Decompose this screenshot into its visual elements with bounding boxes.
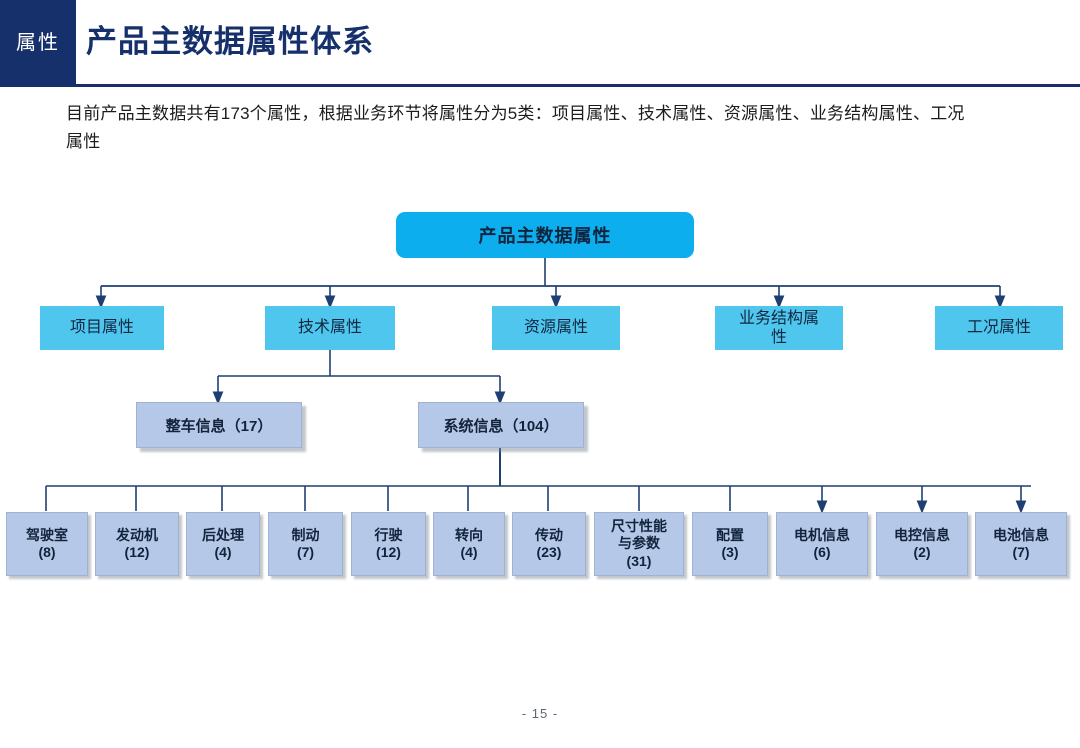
node-leaf-motor-info[interactable]: 电机信息 (6) <box>776 512 868 576</box>
node-level2-technical-label: 技术属性 <box>297 319 362 337</box>
node-leaf-engine[interactable]: 发动机 (12) <box>95 512 179 576</box>
node-leaf-transmission-label: 传动 (23) <box>535 526 563 561</box>
node-leaf-steering[interactable]: 转向 (4) <box>433 512 505 576</box>
node-leaf-dimension-performance[interactable]: 尺寸性能 与参数 (31) <box>594 512 684 576</box>
node-root-label: 产品主数据属性 <box>478 226 612 246</box>
node-leaf-motor-control-info-label: 电控信息 (2) <box>894 526 950 561</box>
node-leaf-dimension-performance-label: 尺寸性能 与参数 (31) <box>611 517 667 569</box>
node-leaf-braking[interactable]: 制动 (7) <box>268 512 343 576</box>
node-leaf-engine-label: 发动机 (12) <box>116 526 158 561</box>
node-leaf-configuration[interactable]: 配置 (3) <box>692 512 768 576</box>
node-leaf-steering-label: 转向 (4) <box>455 526 483 561</box>
page-title: 产品主数据属性体系 <box>86 24 374 59</box>
node-leaf-aftertreatment[interactable]: 后处理 (4) <box>186 512 260 576</box>
node-leaf-running-label: 行驶 (12) <box>374 526 403 561</box>
node-leaf-braking-label: 制动 (7) <box>291 526 320 561</box>
header-badge: 属性 <box>0 0 76 86</box>
node-leaf-battery-info[interactable]: 电池信息 (7) <box>975 512 1067 576</box>
header-badge-label: 属性 <box>16 32 60 54</box>
node-leaf-motor-control-info[interactable]: 电控信息 (2) <box>876 512 968 576</box>
node-level2-business-structure[interactable]: 业务结构属 性 <box>715 306 843 350</box>
node-leaf-cab[interactable]: 驾驶室 (8) <box>6 512 88 576</box>
node-leaf-transmission[interactable]: 传动 (23) <box>512 512 586 576</box>
page-number: - 15 - <box>521 706 559 721</box>
intro-paragraph: 目前产品主数据共有173个属性，根据业务环节将属性分为5类：项目属性、技术属性、… <box>66 104 965 152</box>
node-leaf-motor-info-label: 电机信息 (6) <box>794 526 850 561</box>
node-level2-resource[interactable]: 资源属性 <box>492 306 620 350</box>
node-leaf-aftertreatment-label: 后处理 (4) <box>202 526 244 561</box>
node-leaf-configuration-label: 配置 (3) <box>716 526 744 561</box>
node-level2-technical[interactable]: 技术属性 <box>265 306 395 350</box>
node-leaf-cab-label: 驾驶室 (8) <box>26 526 68 561</box>
node-level2-condition[interactable]: 工况属性 <box>935 306 1063 350</box>
node-level2-condition-label: 工况属性 <box>966 319 1031 337</box>
node-root[interactable]: 产品主数据属性 <box>396 212 694 258</box>
header-divider <box>0 84 1080 87</box>
slide-header: 属性 产品主数据属性体系 <box>0 0 1080 87</box>
node-level2-resource-label: 资源属性 <box>523 319 588 337</box>
node-level2-project[interactable]: 项目属性 <box>40 306 164 350</box>
node-level3-system-info-label: 系统信息（104） <box>443 417 559 435</box>
node-level2-project-label: 项目属性 <box>69 319 134 337</box>
node-level3-vehicle-info[interactable]: 整车信息（17） <box>136 402 302 448</box>
node-level3-vehicle-info-label: 整车信息（17） <box>165 417 273 435</box>
node-level3-system-info[interactable]: 系统信息（104） <box>418 402 584 448</box>
node-level2-business-structure-label: 业务结构属 性 <box>738 309 819 346</box>
node-leaf-battery-info-label: 电池信息 (7) <box>993 526 1049 561</box>
node-leaf-running[interactable]: 行驶 (12) <box>351 512 426 576</box>
